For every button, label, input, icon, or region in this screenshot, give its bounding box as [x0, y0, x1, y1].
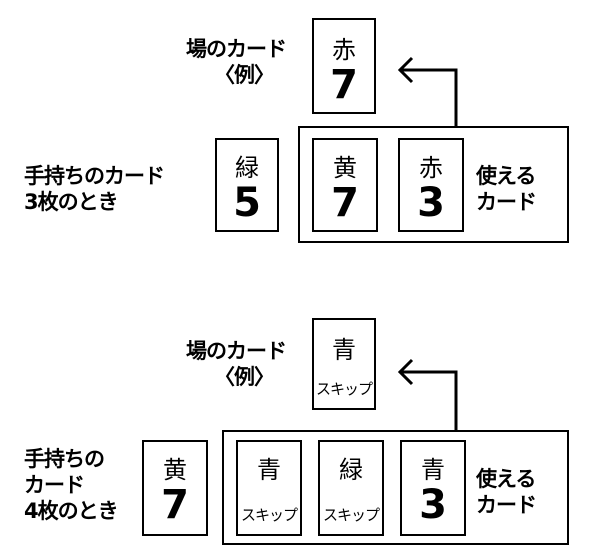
card-color: 青	[332, 336, 356, 364]
card-color: 緑	[235, 154, 259, 182]
usable-card: 青 3	[400, 440, 466, 536]
hand-label: 手持ちの カード 4枚のとき	[24, 447, 119, 523]
card-value: スキップ	[315, 380, 373, 398]
usable-card: 青 スキップ	[236, 440, 302, 536]
card-value: 7	[331, 180, 359, 226]
usable-card: 赤 3	[398, 138, 464, 232]
card-value: 7	[161, 482, 189, 528]
card-value: 3	[419, 482, 447, 528]
field-card-label: 場のカード 〈例〉	[186, 339, 287, 389]
usable-cards-frame	[298, 126, 569, 243]
card-value: スキップ	[240, 506, 298, 524]
hand-card-unusable: 緑 5	[215, 138, 279, 232]
card-color: 青	[421, 456, 445, 484]
card-value: 3	[417, 180, 445, 226]
card-value: 5	[233, 180, 261, 226]
field-card: 青 スキップ	[312, 318, 376, 410]
card-color: 黄	[163, 456, 187, 484]
usable-card: 黄 7	[312, 138, 378, 232]
card-color: 青	[257, 456, 281, 484]
usable-label: 使える カード	[476, 164, 537, 214]
card-value: 7	[330, 62, 358, 108]
usable-label: 使える カード	[476, 467, 537, 517]
field-card-label: 場のカード 〈例〉	[186, 37, 287, 87]
usable-cards-frame	[222, 430, 569, 545]
hand-card-unusable: 黄 7	[142, 440, 208, 536]
card-color: 黄	[333, 154, 357, 182]
card-color: 緑	[339, 456, 363, 484]
hand-label: 手持ちのカード 3枚のとき	[24, 164, 165, 214]
card-value: スキップ	[322, 506, 380, 524]
card-color: 赤	[332, 36, 356, 64]
field-card: 赤 7	[312, 18, 376, 114]
card-color: 赤	[419, 154, 443, 182]
usable-card: 緑 スキップ	[318, 440, 384, 536]
